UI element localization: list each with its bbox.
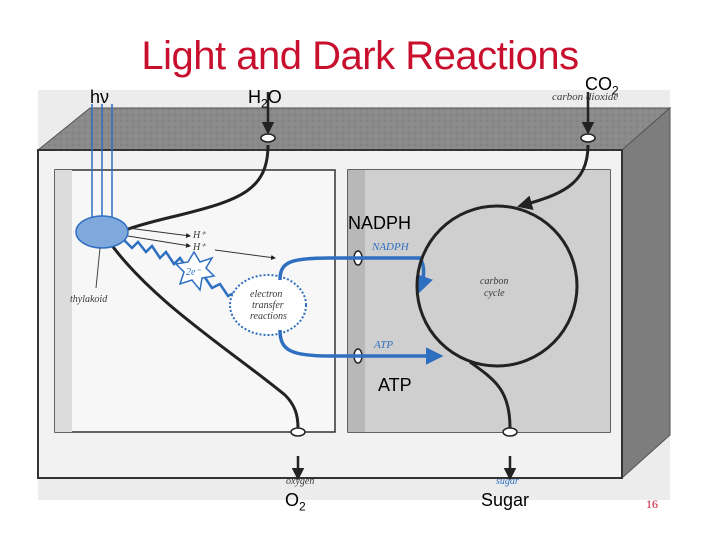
sugar-label: Sugar: [481, 490, 530, 510]
water-path: [119, 144, 270, 234]
electron-transfer-blob: [229, 274, 307, 336]
sugar-port: [502, 427, 518, 437]
atp-small-label: ATP: [373, 339, 393, 351]
nadph-pathway: [278, 256, 433, 294]
oxygen-caption: oxygen: [286, 476, 314, 487]
box-top-face: [36, 107, 672, 151]
h-plus-to-membrane: [214, 249, 276, 260]
box-right-face: [621, 106, 671, 480]
hv-label-text: hν: [90, 87, 110, 107]
co2-port: [580, 133, 596, 143]
o2-label-sub: 2: [299, 499, 306, 514]
two-electron-star: [174, 250, 216, 292]
thylakoid-caption: thylakoid: [70, 294, 108, 305]
co2-label-text: CO: [585, 74, 612, 94]
carbon-cycle-label-1: carbon: [480, 276, 508, 287]
o2-label: O2: [285, 490, 306, 514]
carbon-cycle-label-2: cycle: [484, 288, 505, 299]
dark-compartment-depth: [348, 170, 365, 432]
electron-zigzag: [123, 239, 237, 298]
sugar-caption: sugar: [496, 476, 519, 487]
h2o-label-o: O: [267, 87, 282, 107]
thylakoid-disc: [75, 215, 129, 249]
slide-number: 16: [646, 497, 658, 511]
atp-pathway: [278, 329, 444, 365]
etr-label-line-1: electron: [250, 289, 282, 300]
thylakoid-pointer: [95, 247, 101, 289]
h-plus-arrow-1: [127, 227, 191, 238]
light-compartment-depth: [55, 170, 72, 432]
oxygen-port: [290, 427, 306, 437]
etr-label-line-2: transfer: [252, 300, 284, 311]
co2-path: [517, 144, 590, 211]
hv-label: hν: [90, 87, 109, 108]
h2o-port: [260, 133, 276, 143]
carbon-cycle-circle: [415, 204, 579, 368]
h2o-label-h: H: [248, 87, 261, 107]
o2-label-text: O: [285, 490, 300, 510]
h2o-label: H2O: [248, 87, 282, 111]
slide-title: Light and Dark Reactions: [141, 34, 579, 78]
etr-label-line-3: reactions: [250, 311, 287, 322]
h-plus-label-2: H⁺: [192, 242, 206, 253]
dark-compartment-inner: [365, 170, 610, 432]
nadph-small-label: NADPH: [371, 241, 410, 253]
two-electron-label: 2e⁻: [186, 267, 201, 278]
nadph-label: NADPH: [348, 213, 412, 233]
co2-label-sub: 2: [612, 83, 619, 98]
carbon-dioxide-caption: carbon dioxide: [552, 91, 618, 103]
h-plus-label-1: H⁺: [192, 230, 206, 241]
h2o-label-sub: 2: [261, 96, 268, 111]
oxygen-path: [106, 239, 300, 429]
h-plus-arrow-2: [127, 235, 191, 248]
sugar-path: [469, 360, 512, 429]
co2-label: CO2: [585, 74, 619, 98]
atp-label: ATP: [378, 375, 412, 395]
